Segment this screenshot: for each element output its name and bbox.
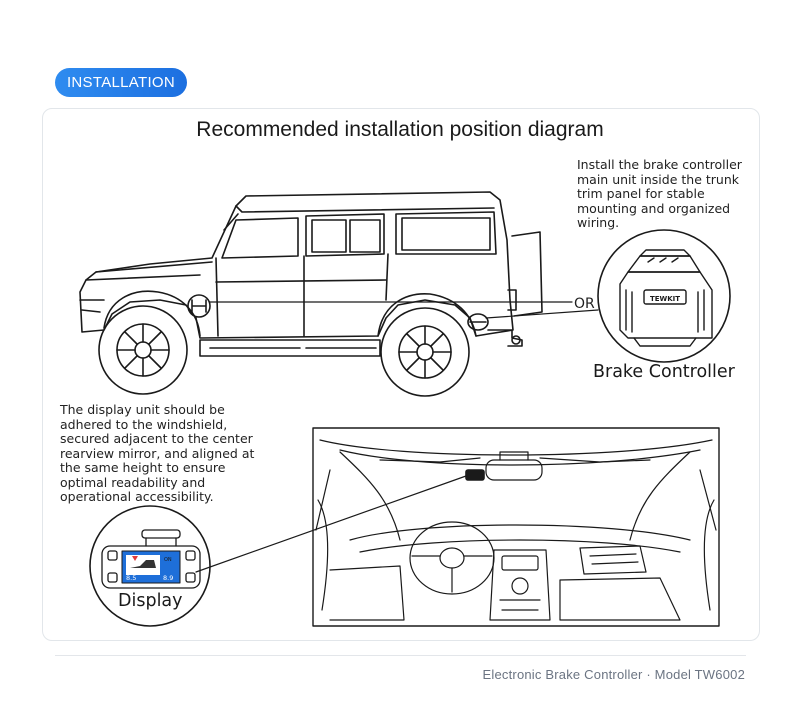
- brake-controller-circle: [597, 229, 731, 363]
- footer-text: Electronic Brake Controller · Model TW60…: [482, 667, 745, 682]
- display-right-value: 8.9: [163, 574, 173, 582]
- truck-icon: [130, 560, 156, 568]
- display-location-marker: [465, 469, 485, 481]
- display-install-note: The display unit should be adhered to th…: [60, 402, 255, 504]
- brake-controller-unit-icon: [619, 249, 713, 347]
- leader-line-rear: [485, 309, 599, 319]
- brake-controller-label: Brake Controller: [593, 362, 735, 382]
- brake-controller-brand: TEWKIT: [650, 295, 680, 303]
- interior-frame: [312, 427, 720, 627]
- car-interior-dashboard-icon: [315, 439, 717, 621]
- display-label: Display: [118, 591, 183, 611]
- display-top-right: ON: [164, 557, 172, 563]
- display-left-value: 8.5: [126, 574, 136, 582]
- display-unit-icon: [101, 529, 201, 589]
- footer-divider: [55, 655, 746, 656]
- leader-line-display: [195, 475, 467, 573]
- display-circle: [89, 505, 211, 627]
- installation-badge: INSTALLATION: [55, 68, 187, 97]
- trunk-install-note: Install the brake controller main unit i…: [577, 157, 742, 230]
- warning-icon: [132, 556, 138, 561]
- or-label: OR: [574, 296, 595, 312]
- diagram-title: Recommended installation position diagra…: [196, 118, 604, 141]
- suv-outline-icon: [79, 191, 543, 397]
